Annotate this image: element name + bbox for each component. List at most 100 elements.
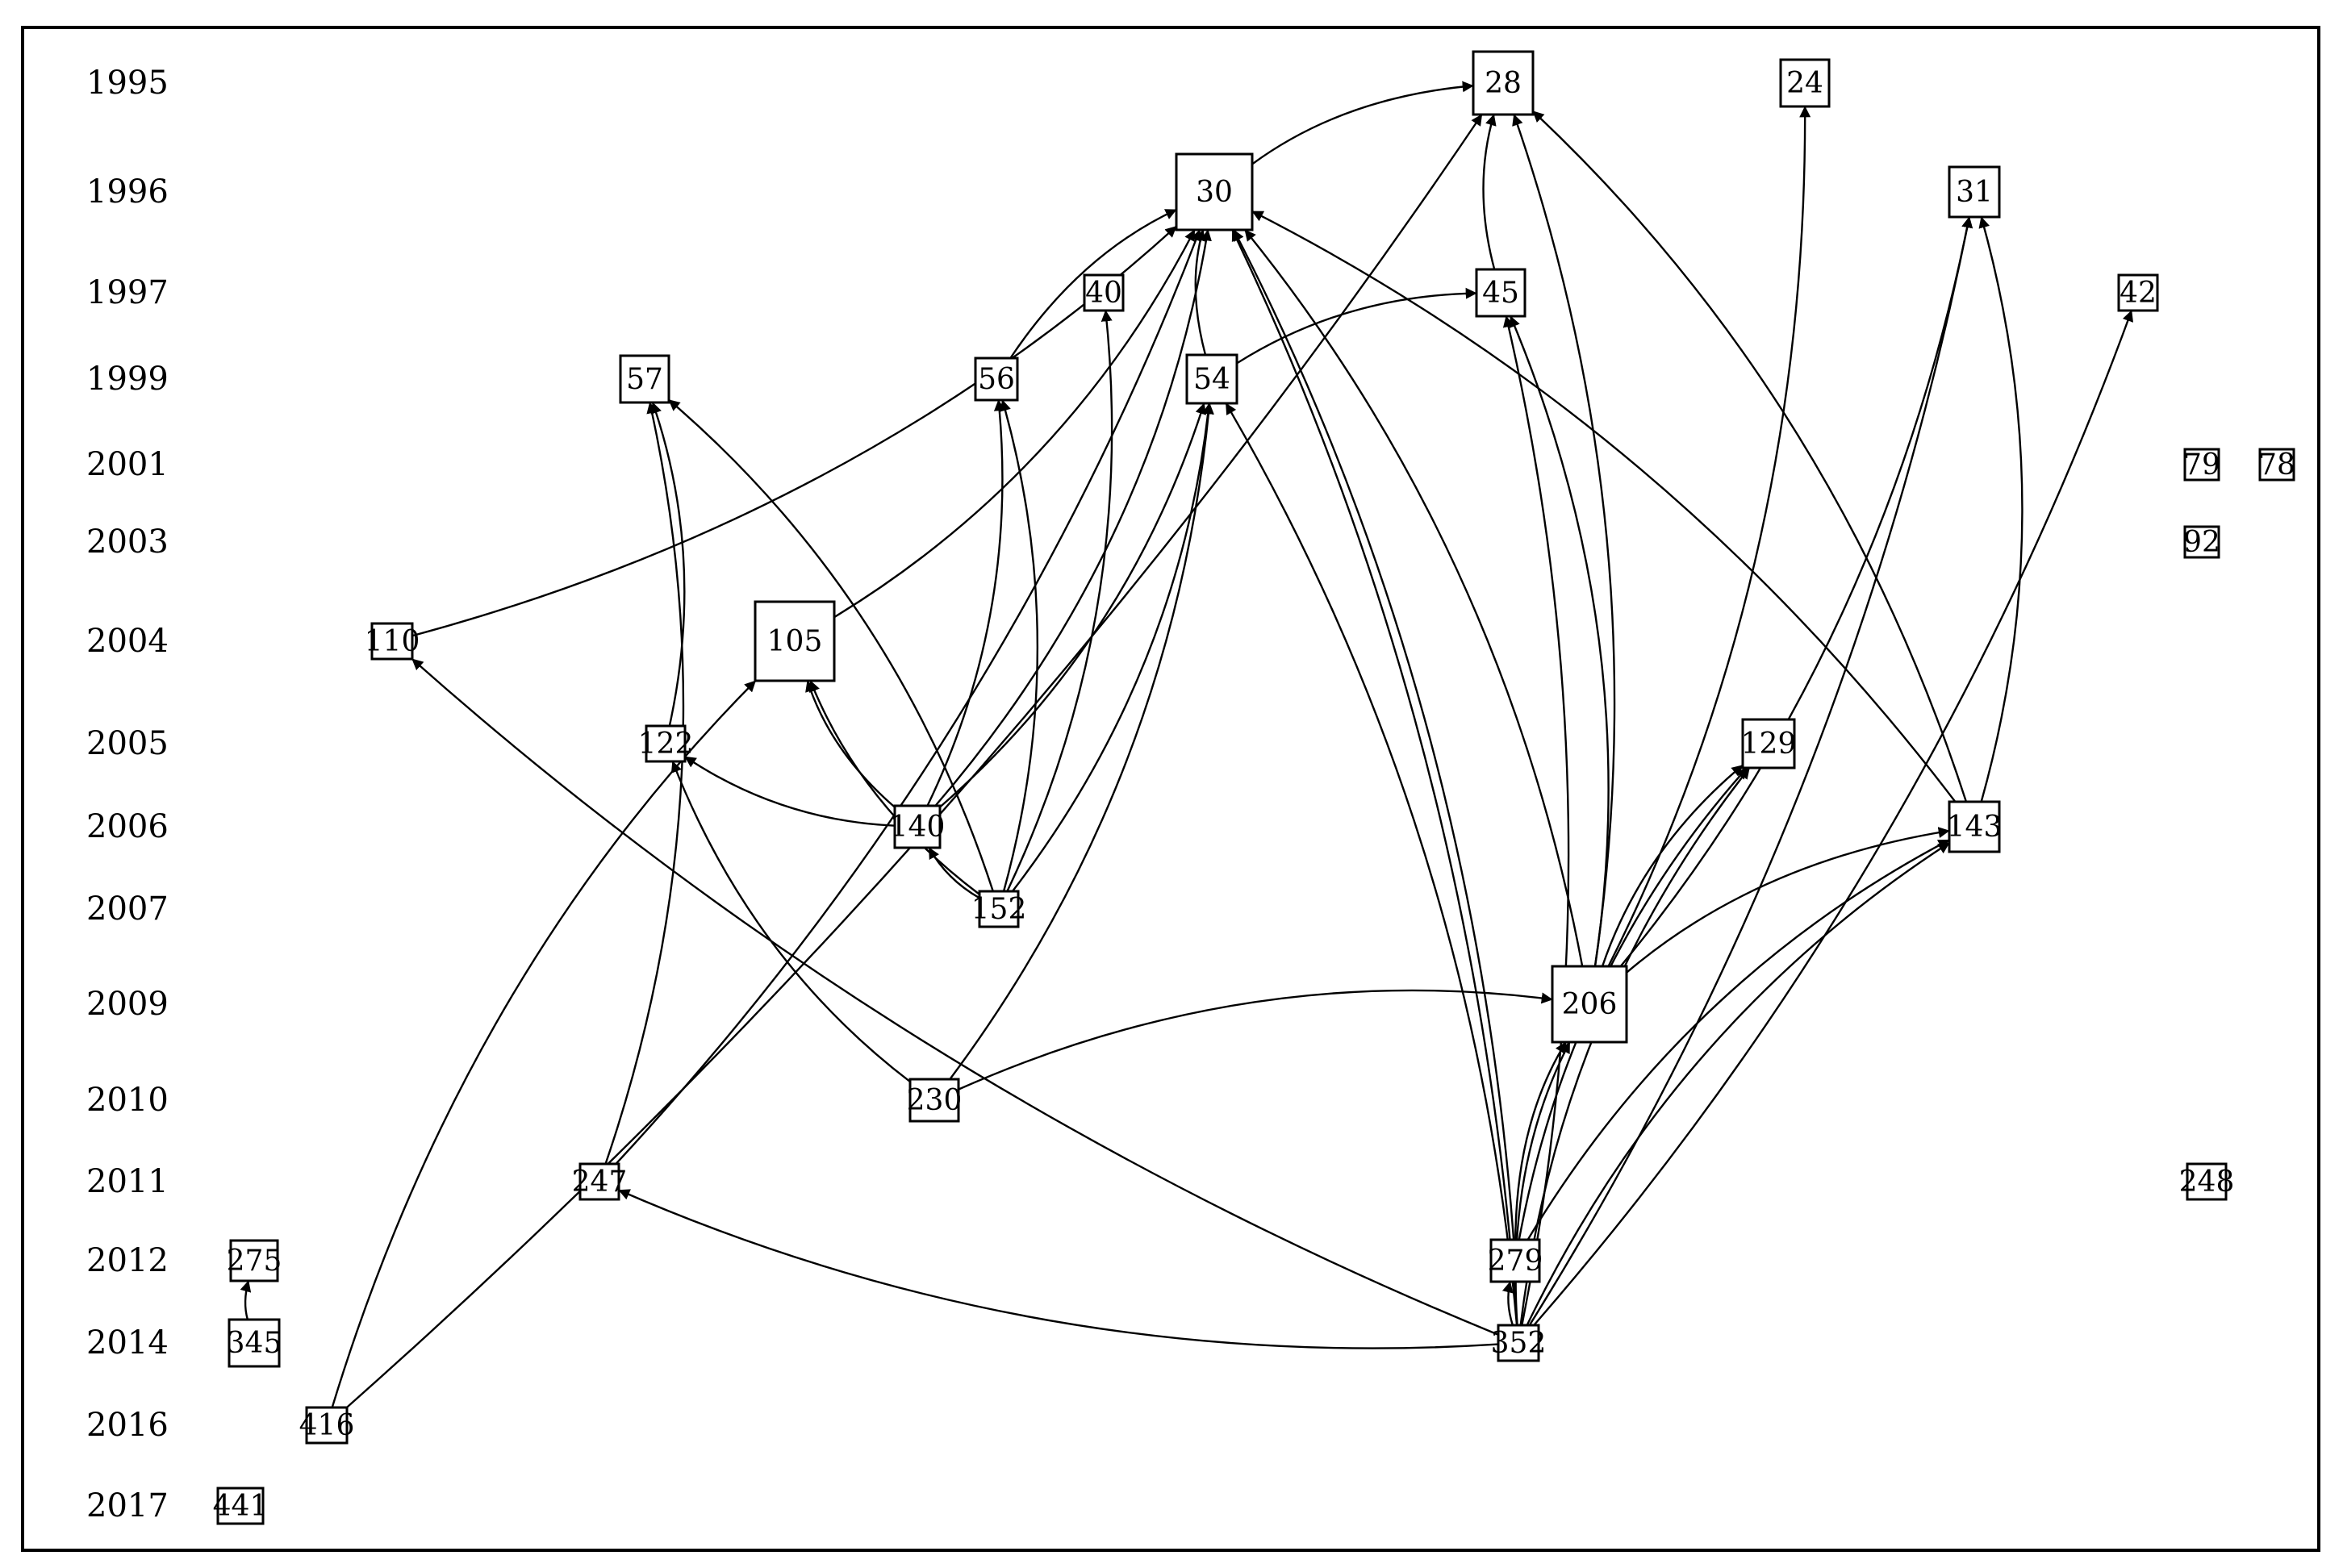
edge-206-to-28 [1512,114,1616,967]
edge-352-to-54 [1225,402,1518,1326]
node-box [370,622,414,661]
node-box [1489,1238,1541,1283]
edge-279-to-30 [1233,229,1515,1241]
year-label-2007: 2007 [86,890,169,928]
node-31[interactable]: 31 [1948,165,2001,219]
edge-143-to-30 [1251,210,1957,803]
node-box [1948,800,2001,853]
node-label: 152 [971,893,1027,926]
node-label: 79 [2183,448,2220,482]
year-label-2017: 2017 [86,1487,169,1524]
node-box [1741,718,1796,769]
edges [240,81,2133,1408]
node-box [1185,353,1238,405]
node-345[interactable]: 345 [227,1318,282,1368]
node-441[interactable]: 441 [213,1487,269,1525]
node-352[interactable]: 352 [1491,1324,1547,1362]
node-label: 57 [626,363,663,396]
edge-45-to-28 [1482,114,1497,270]
node-box [1948,165,2001,219]
node-275[interactable]: 275 [227,1239,282,1282]
node-label: 31 [1956,176,1993,209]
year-label-2009: 2009 [86,986,169,1023]
edge-152-to-57 [668,398,994,892]
edge-152-to-140 [928,847,980,899]
node-45[interactable]: 45 [1475,268,1526,318]
edge-279-to-206 [1514,1041,1567,1241]
edge-352-to-30 [1231,229,1518,1326]
node-label: 56 [978,363,1015,396]
node-label: 230 [907,1084,963,1117]
node-40[interactable]: 40 [1083,273,1125,312]
node-122[interactable]: 122 [638,724,694,763]
node-56[interactable]: 56 [974,357,1019,402]
node-label: 279 [1488,1245,1543,1278]
node-24[interactable]: 24 [1779,58,1831,108]
edge-152-to-54 [1011,402,1214,892]
edge-206-to-24 [1607,106,1811,967]
year-label-2003: 2003 [86,523,169,561]
node-230[interactable]: 230 [907,1078,963,1123]
node-57[interactable]: 57 [619,354,670,404]
node-143[interactable]: 143 [1947,800,2003,853]
node-box [2258,448,2295,482]
node-129[interactable]: 129 [1741,718,1797,769]
node-247[interactable]: 247 [572,1162,628,1201]
edge-230-to-206 [958,989,1553,1091]
edge-152-to-40 [1006,310,1113,892]
edge-140-to-30 [934,229,1212,807]
edge-206-to-129 [1601,764,1744,967]
node-box [305,1406,349,1445]
diagram-frame [21,26,2320,1552]
year-label-2014: 2014 [86,1324,169,1362]
node-416[interactable]: 416 [299,1406,355,1445]
edge-230-to-54 [949,402,1214,1080]
node-110[interactable]: 110 [365,622,420,661]
node-box [2186,1162,2228,1201]
edge-247-to-57 [604,402,685,1165]
node-78[interactable]: 78 [2258,448,2295,482]
node-label: 275 [227,1245,282,1278]
node-92[interactable]: 92 [2183,525,2220,559]
year-label-1997: 1997 [86,274,169,311]
edge-206-to-30 [1244,229,1584,967]
node-label: 441 [213,1490,269,1523]
year-label-2004: 2004 [86,623,169,660]
node-box [578,1162,620,1201]
node-279[interactable]: 279 [1488,1238,1543,1283]
node-105[interactable]: 105 [754,600,836,682]
edge-206-to-31 [1619,216,1973,967]
edge-352-to-143 [1526,842,1950,1326]
node-label: 247 [572,1166,628,1199]
edge-352-to-279 [1501,1281,1514,1326]
node-30[interactable]: 30 [1175,152,1254,231]
edge-279-to-143 [1526,839,1950,1241]
edge-140-to-54 [939,402,1207,808]
node-248[interactable]: 248 [2179,1162,2235,1201]
node-140[interactable]: 140 [890,804,946,849]
edge-247-to-30 [615,229,1201,1165]
node-box [228,1318,281,1368]
node-label: 24 [1786,67,1823,100]
node-152[interactable]: 152 [971,890,1027,928]
node-box [1175,152,1254,231]
edge-143-to-31 [1978,216,2023,803]
edge-152-to-105 [808,680,980,895]
node-label: 110 [365,625,420,658]
year-label-2006: 2006 [86,808,169,845]
year-label-2012: 2012 [86,1242,169,1279]
node-42[interactable]: 42 [2117,273,2159,312]
node-206[interactable]: 206 [1551,965,1628,1044]
node-box [216,1487,265,1525]
edge-140-to-122 [684,756,896,827]
node-box [645,724,687,763]
edge-143-to-28 [1532,110,1968,803]
edge-140-to-56 [926,399,1005,807]
node-28[interactable]: 28 [1472,50,1535,116]
edge-206-to-45 [1509,315,1610,967]
node-label: 78 [2258,448,2295,482]
edge-352-to-247 [618,1189,1499,1349]
edge-230-to-122 [670,761,911,1083]
node-54[interactable]: 54 [1185,353,1238,405]
node-79[interactable]: 79 [2183,448,2220,482]
